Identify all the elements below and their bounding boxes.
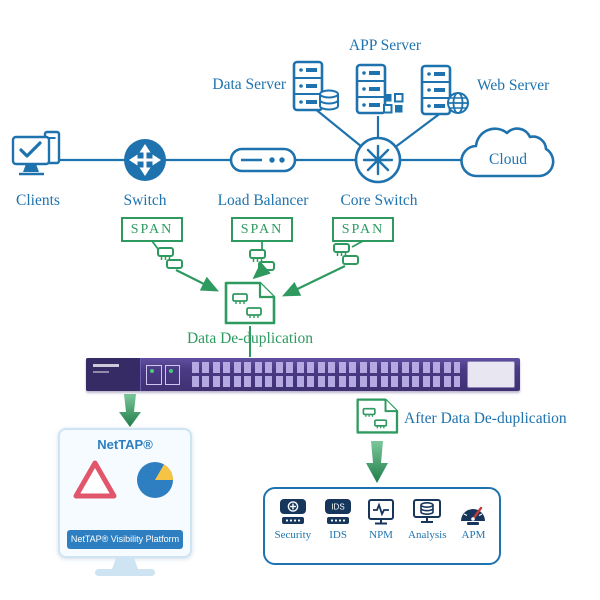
analysis-tools-panel: Security IDS IDS NPM bbox=[263, 487, 501, 565]
data-server-label: Data Server bbox=[212, 76, 286, 93]
security-icon bbox=[279, 499, 306, 524]
monitor-base bbox=[95, 569, 155, 576]
analysis-icon bbox=[413, 499, 442, 523]
dedup-doc-icon bbox=[224, 281, 276, 325]
web-server-label: Web Server bbox=[477, 77, 550, 94]
tool-ids: IDS IDS bbox=[322, 489, 354, 541]
data-server-icon bbox=[292, 60, 339, 112]
cloud-icon bbox=[460, 127, 555, 178]
core-switch-label: Core Switch bbox=[340, 192, 418, 209]
span-tap-icon-3 bbox=[333, 243, 359, 265]
npm-icon bbox=[368, 499, 395, 525]
device-to-monitor-arrow bbox=[119, 394, 141, 427]
span-tap-icon-1 bbox=[157, 247, 183, 269]
triangle-shape bbox=[73, 460, 117, 499]
after-dedup-to-tools-arrow bbox=[366, 441, 388, 483]
app-server-label: APP Server bbox=[348, 37, 422, 54]
span-box-load-balancer: SPAN bbox=[231, 217, 293, 242]
tool-npm: NPM bbox=[365, 489, 397, 541]
load-balancer-label: Load Balancer bbox=[217, 192, 309, 209]
switch-icon bbox=[124, 139, 166, 181]
analytics-graphics bbox=[73, 460, 173, 499]
tool-label-npm: NPM bbox=[369, 529, 393, 541]
tool-label-apm: APM bbox=[461, 529, 486, 541]
tool-apm: APM bbox=[457, 489, 489, 541]
device-brand-panel bbox=[86, 358, 141, 391]
tool-label-ids: IDS bbox=[329, 529, 347, 541]
device-mgmt-ports bbox=[146, 364, 180, 385]
after-dedup-label: After Data De-duplication bbox=[404, 410, 567, 427]
clients-icon bbox=[11, 130, 61, 176]
tool-analysis: Analysis bbox=[408, 489, 447, 541]
database-icon bbox=[319, 89, 339, 111]
span-box-core-switch: SPAN bbox=[332, 217, 394, 242]
ids-icon: IDS bbox=[325, 499, 352, 524]
nettap-visibility-monitor: NetTAP® NetTAP® Visibility Platform bbox=[58, 428, 192, 576]
device-psu bbox=[467, 361, 515, 388]
pie-chart-icon bbox=[137, 462, 173, 498]
span-box-switch: SPAN bbox=[121, 217, 183, 242]
after-dedup-doc-icon bbox=[356, 398, 399, 434]
ids-icon-text: IDS bbox=[331, 503, 344, 512]
dedup-label: Data De-duplication bbox=[186, 330, 314, 347]
port-row-top bbox=[192, 362, 460, 373]
span-flow bbox=[151, 240, 364, 250]
apm-icon bbox=[461, 506, 486, 525]
tool-label-analysis: Analysis bbox=[408, 529, 447, 541]
app-server-icon bbox=[355, 63, 404, 115]
app-grid-icon bbox=[383, 93, 404, 114]
cloud-label: Cloud bbox=[489, 151, 527, 168]
port-row-bottom bbox=[192, 376, 460, 387]
globe-icon bbox=[447, 92, 469, 114]
device-port-rows bbox=[192, 362, 460, 387]
tool-label-security: Security bbox=[274, 529, 312, 541]
switch-label: Switch bbox=[123, 192, 167, 209]
span-arrows bbox=[175, 261, 346, 297]
platform-bar-label: NetTAP® Visibility Platform bbox=[67, 530, 183, 549]
nettap-brand-label: NetTAP® bbox=[97, 437, 153, 452]
span-tap-icon-2 bbox=[249, 249, 275, 271]
clients-label: Clients bbox=[16, 192, 60, 209]
monitor-stand bbox=[112, 556, 138, 569]
web-server-icon bbox=[420, 64, 469, 116]
load-balancer-icon bbox=[229, 147, 297, 173]
core-switch-icon bbox=[354, 136, 402, 184]
nettap-npb-device bbox=[86, 358, 520, 391]
tool-security: Security bbox=[274, 489, 311, 541]
